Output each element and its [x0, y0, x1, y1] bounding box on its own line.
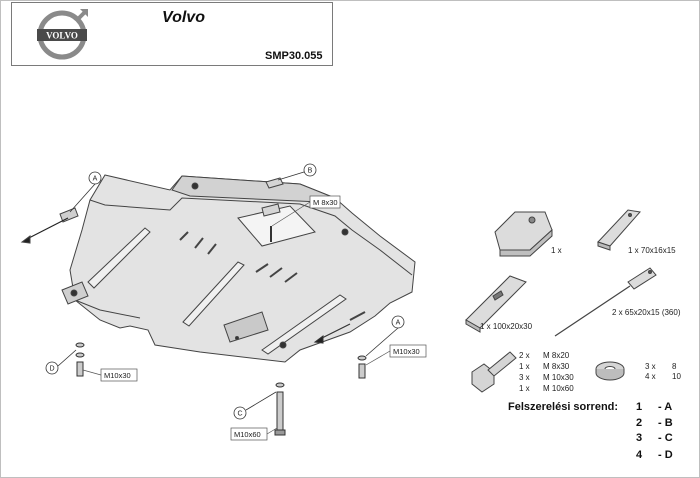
brand-title: Volvo [162, 9, 205, 26]
washer-spec-2: 10 [672, 372, 681, 381]
bolt-qty-1: 2 x [519, 351, 530, 360]
clip-a-left [20, 207, 79, 244]
bolt-spec-4: M 10x60 [543, 384, 574, 393]
bolt-qty-2: 1 x [519, 362, 530, 371]
order-step-4-num: 4 [636, 449, 643, 461]
bolt-spec-3: M 10x30 [543, 373, 574, 382]
washer-qty-1: 3 x [645, 362, 656, 371]
assembly-order-title: Felszerelési sorrend: [508, 401, 619, 413]
order-step-3-letter: - C [658, 432, 673, 444]
bolt-qty-4: 1 x [519, 384, 530, 393]
bolt-a-right [313, 323, 367, 379]
washer-qty-2: 4 x [645, 372, 656, 381]
bolt-label-leaders [82, 201, 391, 435]
bolt-spec-2: M 8x30 [543, 362, 570, 371]
label-bracket-qty: 1 x [551, 246, 562, 255]
part-bolt-icon [471, 351, 517, 393]
callout-d: D [49, 366, 54, 373]
order-step-3-num: 3 [636, 432, 643, 444]
order-step-1-letter: - A [658, 401, 673, 413]
part-plate-medium [465, 275, 527, 333]
label-plate-medium: 1 x 100x20x30 [480, 322, 533, 331]
order-step-4-letter: - D [658, 449, 673, 461]
volvo-logo: VOLVO [37, 9, 88, 60]
bolt-qty-3: 3 x [519, 373, 530, 382]
part-washer-icon [595, 361, 625, 381]
order-step-2-letter: - B [658, 417, 673, 429]
label-rod: 2 x 65x20x15 (360) [612, 308, 681, 317]
skid-plate [61, 174, 416, 363]
bolt-label-m10x60: M10x60 [234, 430, 261, 439]
callouts [45, 163, 405, 420]
bolt-c [274, 382, 286, 436]
bolt-label-m10x30-right: M10x30 [393, 347, 420, 356]
order-step-1-num: 1 [636, 401, 643, 413]
bracket-b [261, 177, 284, 242]
callout-a-right: A [396, 320, 401, 327]
label-plate-small: 1 x 70x16x15 [628, 246, 676, 255]
bolt-label-m8x30: M 8x30 [313, 198, 338, 207]
order-step-2-num: 2 [636, 417, 643, 429]
part-code: SMP30.055 [265, 50, 323, 62]
bolt-label-m10x30-left: M10x30 [104, 371, 131, 380]
logo-text: VOLVO [46, 31, 78, 41]
washer-spec-1: 8 [672, 362, 677, 371]
part-bracket [494, 211, 553, 257]
bolt-spec-1: M 8x20 [543, 351, 570, 360]
bolt-d [75, 342, 85, 377]
header-box: VOLVO Volvo SMP30.055 [11, 2, 333, 66]
callout-b: B [308, 168, 313, 175]
callout-a-left: A [93, 176, 98, 183]
part-plate-small [597, 209, 641, 251]
part-rod [554, 267, 657, 337]
callout-c: C [237, 411, 242, 418]
